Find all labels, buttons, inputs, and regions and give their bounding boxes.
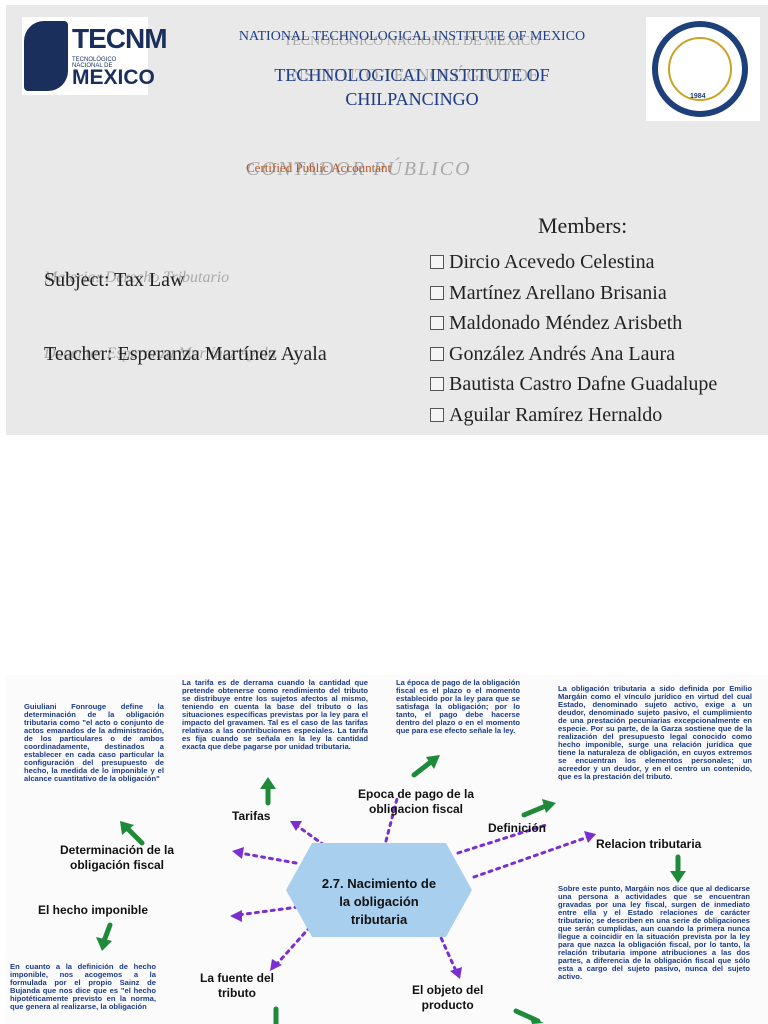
epoca-text: La época de pago de la obligación fiscal…	[396, 678, 520, 735]
program-name: CONTADOR PÚBLICO Certified Public Accoun…	[246, 158, 470, 180]
member-item: Martínez Arellano Brisania	[430, 278, 717, 309]
arrow-determinacion-icon	[125, 826, 145, 846]
members-heading: Members:	[538, 213, 628, 238]
connector-hecho	[236, 905, 300, 917]
label-epoca: Epoca de pago de la obligacion fiscal	[358, 787, 475, 816]
itch-seal-logo: 1984	[646, 17, 760, 121]
checkbox-bullet-icon	[430, 407, 444, 422]
header-line3-text: CHILPANCINGO	[345, 89, 479, 109]
arrowhead-fuente-icon	[270, 959, 282, 971]
arrow-definicion-icon	[521, 802, 551, 818]
label-tarifas: Tarifas	[232, 809, 271, 823]
teacher: Docente: Esperanza Martínez Ayala Teache…	[44, 343, 327, 366]
label-hecho: El hecho imponible	[38, 903, 149, 917]
member-item: Maldonado Méndez Arisbeth	[430, 308, 717, 339]
title-slide: TECNM TECNOLÓGICO NACIONAL DE MEXICO TEC…	[6, 5, 768, 435]
logo-brand: TECNM	[72, 23, 168, 54]
arrowhead-relacion-icon	[584, 831, 596, 843]
center-node-title: 2.7. Nacimiento de la obligación tributa…	[321, 876, 437, 927]
label-objeto: El objeto del producto	[412, 983, 484, 1012]
definicion-text: La obligación tributaria a sido definida…	[558, 684, 752, 781]
label-relacion: Relacion tributaria	[596, 837, 702, 851]
mind-map: Guiuliani Fonrouge define la determinaci…	[6, 675, 768, 1024]
arrowhead-hecho-icon	[230, 910, 242, 922]
label-definicion: Definición	[488, 821, 547, 835]
label-determinacion: Determinación de la obligación fiscal	[60, 843, 175, 872]
member-item: Dircio Acevedo Celestina	[430, 247, 717, 278]
connector-definicion	[456, 823, 548, 855]
eagle-emblem-icon	[24, 21, 68, 91]
connector-objeto	[436, 929, 458, 973]
connector-overlay	[96, 755, 686, 1024]
checkbox-bullet-icon	[430, 346, 444, 361]
header-line1-text: NATIONAL TECHNOLOGICAL INSTITUTE OF MEXI…	[238, 29, 586, 44]
header-line2-underlay: INSTITUTO TECNOLÓGICO DE	[284, 65, 540, 85]
checkbox-bullet-icon	[430, 285, 444, 300]
connector-epoca	[384, 793, 400, 843]
connector-determinacion	[238, 851, 298, 865]
checkbox-bullet-icon	[430, 377, 444, 392]
logo-subtitle: TECNOLÓGICO NACIONAL DE	[72, 57, 117, 69]
member-item: Aguilar Ramírez Hernaldo	[430, 400, 717, 431]
checkbox-bullet-icon	[430, 255, 444, 269]
teacher-text: Teacher: Esperanza Martínez Ayala	[44, 343, 327, 365]
connector-relacion	[472, 835, 590, 879]
subject-text: Subject: Tax Law	[44, 269, 185, 291]
label-fuente: La fuente del tributo	[200, 971, 275, 1000]
subject-underlay: Materia: Derecho Tributario	[44, 269, 230, 286]
members-list: Dircio Acevedo Celestina Martínez Arella…	[430, 247, 717, 431]
header-line2-text: TECHNOLOGICAL INSTITUTE OF	[274, 65, 550, 85]
arrowhead-objeto-icon	[450, 967, 462, 979]
header-line2: INSTITUTO TECNOLÓGICO DE TECHNOLOGICAL I…	[232, 63, 592, 111]
member-item: González Andrés Ana Laura	[430, 339, 717, 370]
checkbox-bullet-icon	[430, 316, 444, 331]
arrow-epoca-icon	[411, 758, 435, 778]
header-line1-underlay: TECNOLÓGICO NACIONAL DE MÉXICO	[283, 34, 541, 49]
determinacion-text: Guiuliani Fonrouge define la determinaci…	[24, 702, 164, 783]
member-item: Bautista Castro Dafne Guadalupe	[430, 369, 717, 400]
header-line3-underlay: CHILPANCINGO	[345, 89, 479, 109]
program-name-text: Certified Public Accountant	[246, 160, 392, 175]
subject: Materia: Derecho Tributario Subject: Tax…	[44, 269, 229, 292]
header-line1: TECNOLÓGICO NACIONAL DE MÉXICO NATIONAL …	[232, 29, 592, 49]
connector-fuente	[274, 925, 312, 967]
arrowhead-determinacion-icon	[232, 847, 244, 859]
teacher-underlay: Docente: Esperanza Martínez Ayala	[44, 345, 277, 362]
tarifas-text: La tarifa es de derrama cuando la cantid…	[182, 678, 368, 751]
arrow-hecho-icon	[101, 922, 113, 944]
seal-inner-icon	[668, 37, 732, 101]
arrowhead-tarifas-icon	[290, 821, 302, 831]
program-name-underlay: CONTADOR PÚBLICO	[246, 158, 472, 180]
center-node	[286, 843, 472, 937]
logo-country: MEXICO	[72, 66, 155, 89]
seal-year: 1984	[690, 93, 706, 100]
tecnm-logo: TECNM TECNOLÓGICO NACIONAL DE MEXICO	[22, 17, 168, 95]
relacion-text: Sobre este punto, Margáin nos dice que a…	[558, 884, 750, 981]
hecho-text: En cuanto a la definición de hecho impon…	[10, 962, 156, 1011]
connector-tarifas	[294, 823, 326, 847]
